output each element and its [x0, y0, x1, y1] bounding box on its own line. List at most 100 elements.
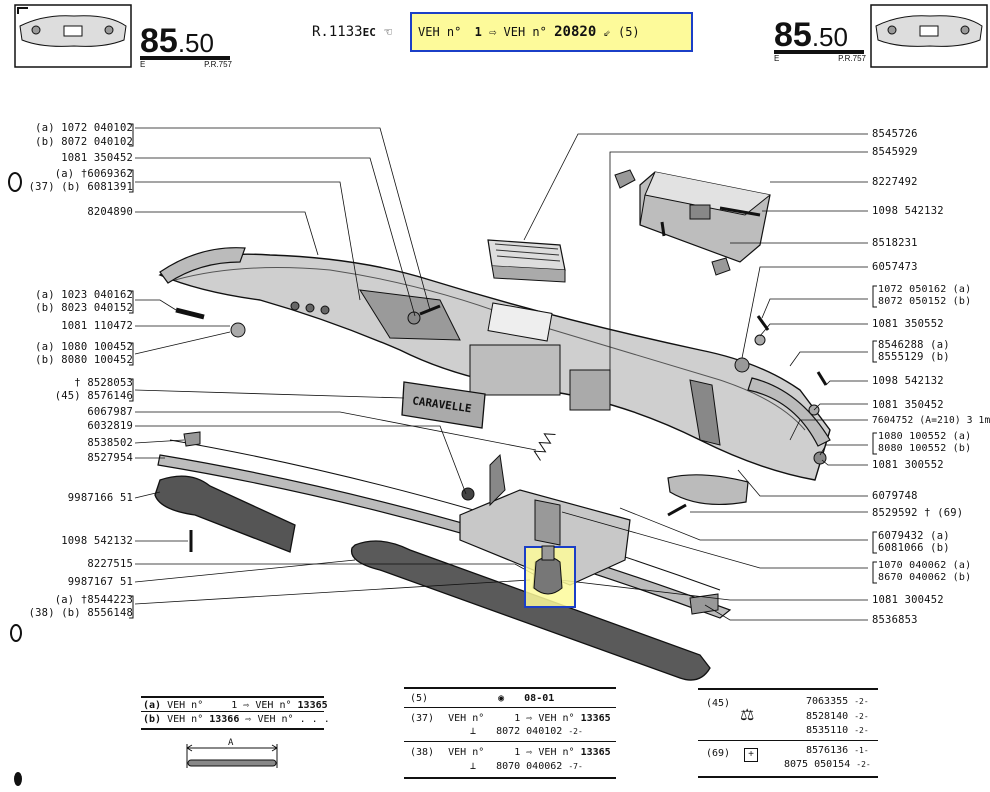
- ashtray-assembly: [459, 453, 631, 586]
- part-label: 1081 110472: [61, 320, 133, 332]
- part-label: 8545726: [872, 128, 918, 140]
- note-37-to: 13365: [580, 713, 611, 724]
- part-label: (37) (b) 6081391: [28, 181, 133, 193]
- part-label: 8546288 (a): [878, 339, 950, 351]
- end-cap-right: [747, 377, 831, 447]
- variant-to-label-b: VEH n°: [257, 714, 294, 725]
- part-label: (a) 1023 040162: [35, 289, 133, 301]
- note-38-veh: VEH n°: [448, 747, 485, 758]
- note-37-to-label: VEH n°: [538, 713, 575, 724]
- variant-from-b: 13366: [209, 714, 240, 725]
- variant-to-label-a: VEH n°: [255, 700, 292, 711]
- scale-icon: ⚖: [740, 707, 755, 724]
- part-label: (a) †8544223: [54, 594, 133, 606]
- part-label: 8204890: [87, 206, 133, 218]
- part-label: 1070 040062 (a): [878, 560, 972, 571]
- binding-hole-icon: [8, 172, 22, 192]
- note-37-part: 8072 040102: [496, 726, 563, 737]
- part-label: (38) (b) 8556148: [28, 607, 133, 619]
- part-label: 1098 542132: [872, 375, 944, 387]
- variant-tag-b: (b): [143, 714, 162, 725]
- page-number-left: 85.50 E P.R.757: [140, 24, 232, 72]
- note-38-qty: -7-: [568, 762, 583, 771]
- note-38-to-label: VEH n°: [538, 747, 575, 758]
- padded-roll-upper: [154, 475, 296, 553]
- variant-to-a: 13365: [297, 700, 328, 711]
- note-38-part: 8070 040062: [496, 761, 563, 772]
- part-label: (b) 8023 040152: [35, 302, 133, 314]
- kit-69-part-1-num: 8075 050154: [784, 759, 851, 770]
- part-label: (a) 1072 040102: [35, 122, 133, 134]
- part-label: 8072 050152 (b): [878, 296, 972, 307]
- variant-row-b: (b) VEH n° 13366 ⇨ VEH n° . . .: [143, 714, 330, 725]
- part-label: 9987166 51: [67, 492, 133, 504]
- part-label: 1081 300452: [872, 594, 944, 606]
- page-letter: E: [140, 60, 146, 69]
- part-label: 6081066 (b): [878, 542, 950, 554]
- part-label: 1081 350452: [61, 152, 133, 164]
- binding-hole-icon: [14, 772, 22, 786]
- kit-45-part-0: 7063355 -2-: [806, 696, 869, 707]
- part-label: 8227515: [87, 558, 133, 570]
- kit-69-part-1-qty: -2-: [856, 760, 871, 769]
- page-ref-right: P.R.757: [838, 54, 866, 63]
- part-label: 8538502: [87, 437, 133, 449]
- part-label: 1081 300552: [872, 459, 944, 471]
- thumbnail-left: [14, 4, 132, 68]
- part-label: 1098 542132: [872, 205, 944, 217]
- part-label: 6032819: [87, 420, 133, 432]
- part-label: 8227492: [872, 176, 918, 188]
- note-5-value: 08-01: [524, 693, 555, 704]
- dimension-diagram: A: [186, 738, 278, 772]
- note-37-part-row: ⊥ 8072 040102 -2-: [470, 726, 583, 737]
- note-5-tag: (5): [410, 693, 429, 704]
- dimension-label: A: [228, 738, 234, 748]
- kit-69-part-0-num: 8576136: [806, 745, 849, 756]
- variant-left-b: VEH n°: [167, 714, 204, 725]
- from-label: VEH n°: [418, 25, 462, 39]
- part-label: † 8528053: [74, 377, 133, 389]
- vent-grille: [487, 239, 566, 283]
- dashboard-thumbnail-icon: [14, 4, 132, 68]
- model-code-text: R.1133: [312, 24, 363, 40]
- trim-strip-rail: [169, 439, 721, 591]
- part-label: 9987167 51: [67, 576, 133, 588]
- arrow-right-icon: ⇨: [243, 700, 250, 711]
- note-38-tag: (38): [410, 747, 435, 758]
- thumbnail-right: [870, 4, 988, 68]
- part-label: 8555129 (b): [878, 351, 950, 363]
- bulb-holder-icon: [533, 545, 563, 595]
- kit-45-part-0-qty: -2-: [854, 697, 869, 706]
- variant-from-a: 1: [231, 700, 238, 711]
- part-label: 1080 100552 (a): [878, 431, 972, 442]
- part-label: 8527954: [87, 452, 133, 464]
- part-label: (a) 1080 100452: [35, 341, 133, 353]
- part-label: 1081 350452: [872, 399, 944, 411]
- variant-tag-a: (a): [143, 700, 162, 711]
- to-label: VEH n°: [503, 25, 547, 39]
- kit-45-part-2-num: 8535110: [806, 725, 849, 736]
- part-label: 7604752 (A=210) 3 1m: [872, 415, 990, 426]
- model-suffix: EC: [362, 26, 376, 39]
- kit-45-part-1: 8528140 -2-: [806, 711, 869, 722]
- page-number-main: 85: [140, 22, 178, 60]
- part-label: 1098 542132: [61, 535, 133, 547]
- note-37-from: 1: [514, 713, 521, 724]
- dimension-strip-icon: [186, 744, 278, 768]
- kit-69-part-1: 8075 050154 -2-: [784, 759, 871, 770]
- page-number-main-right: 85: [774, 16, 812, 54]
- page-number-sub-right: .50: [811, 22, 848, 52]
- kit-69-part-0-qty: -1-: [854, 746, 869, 755]
- variant-row-a: (a) VEH n° 1 ⇨ VEH n° 13365: [143, 700, 328, 711]
- part-label: 6079748: [872, 490, 918, 502]
- diagonal-arrow-icon: ⇙: [603, 25, 611, 39]
- note-37-tag: (37): [410, 713, 435, 724]
- kit-69-part-0: 8576136 -1-: [794, 745, 869, 756]
- part-label: 8529592 † (69): [872, 507, 964, 519]
- end-cap-left: [159, 247, 246, 284]
- note-38-to: 13365: [580, 747, 611, 758]
- kits-table: (45) ⚖ 7063355 -2- 8528140 -2- 8535110 -…: [698, 688, 878, 778]
- model-code: R.1133EC ☜: [312, 24, 392, 41]
